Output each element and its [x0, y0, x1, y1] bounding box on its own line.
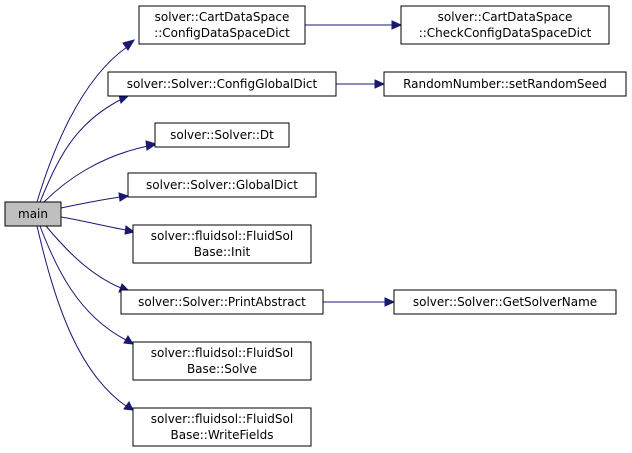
edge-config-global-to-random-seed	[336, 79, 386, 89]
node-fluid-write-label-line1: solver::fluidsol::FluidSol	[151, 412, 293, 426]
node-cart-check-label-line1: solver::CartDataSpace	[438, 10, 573, 24]
edge-main-to-print-abstract	[45, 225, 131, 293]
node-config-global[interactable]: solver::Solver::ConfigGlobalDict	[107, 71, 337, 97]
node-cart-check[interactable]: solver::CartDataSpace ::CheckConfigDataS…	[400, 5, 610, 45]
edge-main-to-config-global	[39, 94, 131, 203]
node-fluid-solve-label-line1: solver::fluidsol::FluidSol	[151, 346, 293, 360]
node-global-dict[interactable]: solver::Solver::GlobalDict	[127, 172, 317, 198]
node-dt[interactable]: solver::Solver::Dt	[154, 122, 290, 148]
node-global-dict-label: solver::Solver::GlobalDict	[146, 178, 298, 192]
edge-main-to-global-dict	[60, 192, 130, 209]
edge-print-abstract-to-get-solver-name	[323, 297, 396, 307]
node-print-abstract[interactable]: solver::Solver::PrintAbstract	[120, 289, 324, 315]
node-cart-config-label-line2: ::ConfigDataSpaceDict	[154, 26, 290, 40]
node-random-seed-label: RandomNumber::setRandomSeed	[403, 77, 607, 91]
node-fluid-init-label-line2: Base::Init	[194, 245, 251, 259]
node-get-solver-name[interactable]: solver::Solver::GetSolverName	[393, 289, 617, 315]
edge-main-to-fluid-init	[60, 216, 136, 235]
node-cart-config-label-line1: solver::CartDataSpace	[155, 10, 290, 24]
node-main[interactable]: main	[4, 201, 62, 227]
node-cart-config[interactable]: solver::CartDataSpace ::ConfigDataSpaceD…	[138, 5, 306, 45]
node-cart-check-label-line2: ::CheckConfigDataSpaceDict	[419, 26, 592, 40]
edge-main-to-cart-config	[36, 39, 136, 203]
edge-main-to-fluid-write	[36, 225, 134, 411]
node-fluid-init-label-line1: solver::fluidsol::FluidSol	[151, 229, 293, 243]
node-fluid-solve[interactable]: solver::fluidsol::FluidSol Base::Solve	[132, 341, 312, 381]
node-dt-label: solver::Solver::Dt	[170, 128, 274, 142]
edge-cart-config-to-cart-check	[305, 20, 403, 30]
node-fluid-write-label-line2: Base::WriteFields	[171, 428, 274, 442]
edge-main-to-fluid-solve	[39, 225, 134, 345]
edge-main-to-dt	[43, 140, 158, 203]
node-get-solver-name-label: solver::Solver::GetSolverName	[413, 295, 597, 309]
node-main-label: main	[18, 207, 48, 221]
node-random-seed[interactable]: RandomNumber::setRandomSeed	[383, 71, 627, 97]
node-fluid-solve-label-line2: Base::Solve	[187, 362, 257, 376]
node-fluid-init[interactable]: solver::fluidsol::FluidSol Base::Init	[132, 224, 312, 264]
node-fluid-write[interactable]: solver::fluidsol::FluidSol Base::WriteFi…	[132, 407, 312, 447]
node-print-abstract-label: solver::Solver::PrintAbstract	[138, 295, 306, 309]
node-config-global-label: solver::Solver::ConfigGlobalDict	[127, 77, 318, 91]
